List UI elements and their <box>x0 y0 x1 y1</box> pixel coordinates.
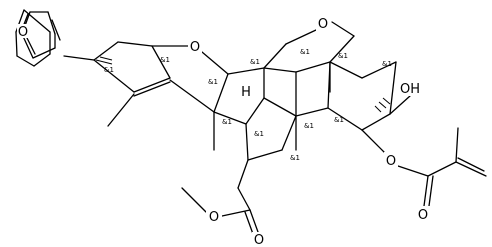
stereo-label: &1 <box>208 78 218 86</box>
stereo-label: &1 <box>160 56 170 64</box>
hydrogen-label: H <box>241 85 251 100</box>
ether-oxygen-label: O <box>190 40 200 55</box>
hashed-bonds <box>95 56 391 113</box>
stereo-label: &1 <box>254 130 264 138</box>
carbon-skeleton <box>63 21 487 235</box>
stereo-label: &1 <box>382 60 392 68</box>
stereo-label: &1 <box>290 154 300 162</box>
stereo-label: &1 <box>250 58 260 66</box>
hydroxyl-label: OH <box>400 82 420 97</box>
methyl-ester-oxygen-label: O <box>209 210 219 225</box>
stereo-label: &1 <box>222 118 232 126</box>
ester-oxygen-label: O <box>386 154 396 169</box>
ester-carbonyl-oxygen-label: O <box>418 208 428 223</box>
stereo-label: &1 <box>338 52 348 60</box>
stereo-label: &1 <box>300 48 310 56</box>
stereo-label: &1 <box>304 122 314 130</box>
stereo-label: &1 <box>104 66 114 74</box>
bridge-oxygen-label: O <box>318 17 328 32</box>
stereo-labels: &1 &1 &1 &1 &1 &1 &1 &1 &1 &1 &1 &1 <box>104 48 392 162</box>
stereo-label: &1 <box>334 116 344 124</box>
carbonyl-oxygen-label: O <box>254 233 264 247</box>
atom-labels: O O O OH H O O O O <box>17 15 430 247</box>
furan-oxygen-label: O <box>18 25 28 40</box>
